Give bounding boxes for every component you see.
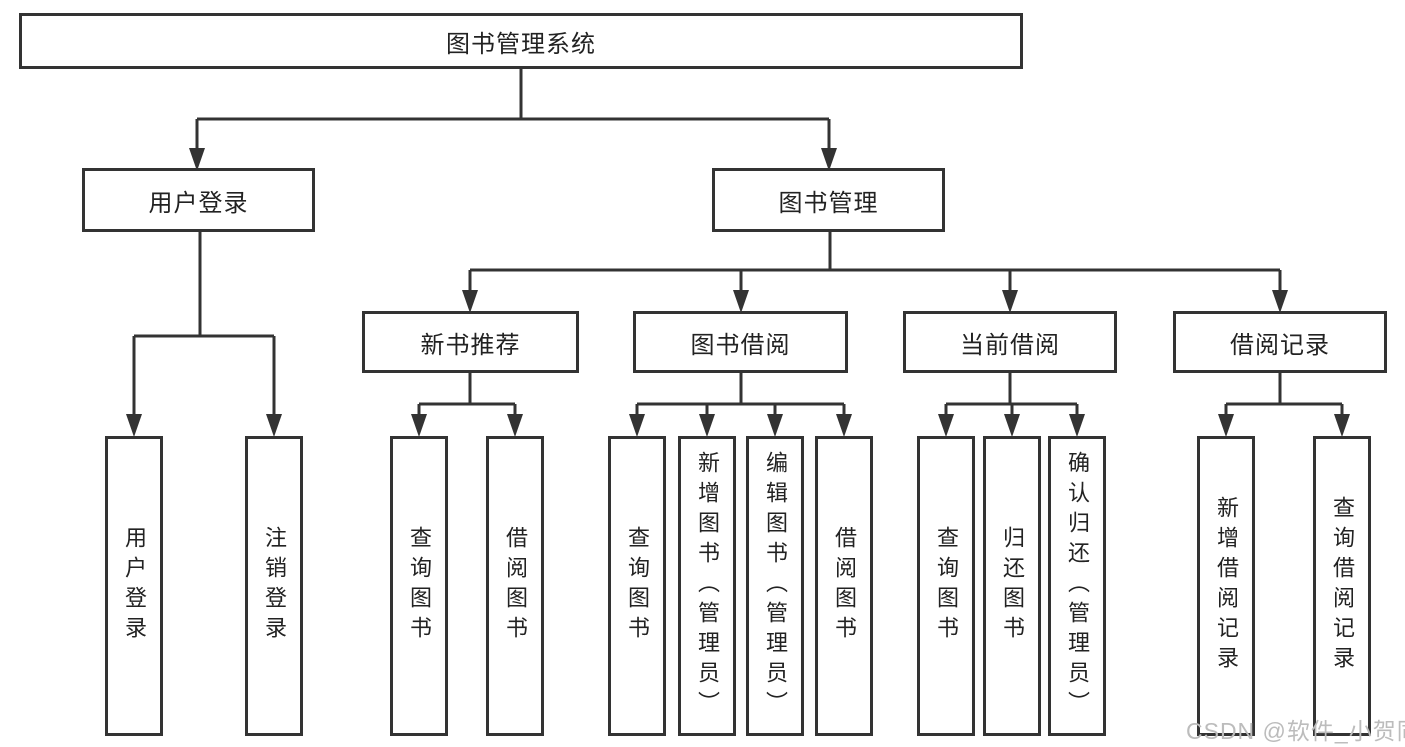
leaf-current-query-label: 查询图书: [934, 526, 959, 646]
leaf-borrow-borrow: 借阅图书: [815, 436, 873, 736]
leaf-records-query: 查询借阅记录: [1313, 436, 1371, 736]
leaf-borrow-query-label: 查询图书: [625, 526, 650, 646]
leaf-user-login-label: 用户登录: [122, 526, 147, 646]
node-user-login-branch: 用户登录: [82, 168, 315, 232]
leaf-records-add: 新增借阅记录: [1197, 436, 1255, 736]
leaf-current-return-label: 归还图书: [1000, 526, 1025, 646]
leaf-newbook-query-label: 查询图书: [407, 526, 432, 646]
leaf-borrow-query: 查询图书: [608, 436, 666, 736]
leaf-current-confirm-return-admin: 确认归还（管理员）: [1048, 436, 1106, 736]
leaf-user-login: 用户登录: [105, 436, 163, 736]
arrowheads: [126, 148, 1350, 437]
node-new-book-recommend: 新书推荐: [362, 311, 579, 373]
leaf-current-confirm-return-admin-label: 确认归还（管理员）: [1065, 451, 1090, 721]
node-current-borrow: 当前借阅: [903, 311, 1117, 373]
leaf-newbook-borrow: 借阅图书: [486, 436, 544, 736]
leaf-newbook-borrow-label: 借阅图书: [503, 526, 528, 646]
csdn-watermark: CSDN @软件_小贺同学: [1186, 718, 1405, 744]
leaf-logout-label: 注销登录: [262, 526, 287, 646]
node-book-borrow: 图书借阅: [633, 311, 848, 373]
leaf-borrow-edit-admin-label: 编辑图书（管理员）: [763, 451, 788, 721]
leaf-records-add-label: 新增借阅记录: [1214, 496, 1239, 676]
leaf-logout: 注销登录: [245, 436, 303, 736]
node-borrow-records: 借阅记录: [1173, 311, 1387, 373]
node-root-system: 图书管理系统: [19, 13, 1023, 69]
leaf-current-return: 归还图书: [983, 436, 1041, 736]
leaf-borrow-edit-admin: 编辑图书（管理员）: [746, 436, 804, 736]
leaf-borrow-add-admin: 新增图书（管理员）: [678, 436, 736, 736]
leaf-current-query: 查询图书: [917, 436, 975, 736]
leaf-records-query-label: 查询借阅记录: [1330, 496, 1355, 676]
leaf-borrow-borrow-label: 借阅图书: [832, 526, 857, 646]
node-book-management: 图书管理: [712, 168, 945, 232]
leaf-borrow-add-admin-label: 新增图书（管理员）: [695, 451, 720, 721]
leaf-newbook-query: 查询图书: [390, 436, 448, 736]
